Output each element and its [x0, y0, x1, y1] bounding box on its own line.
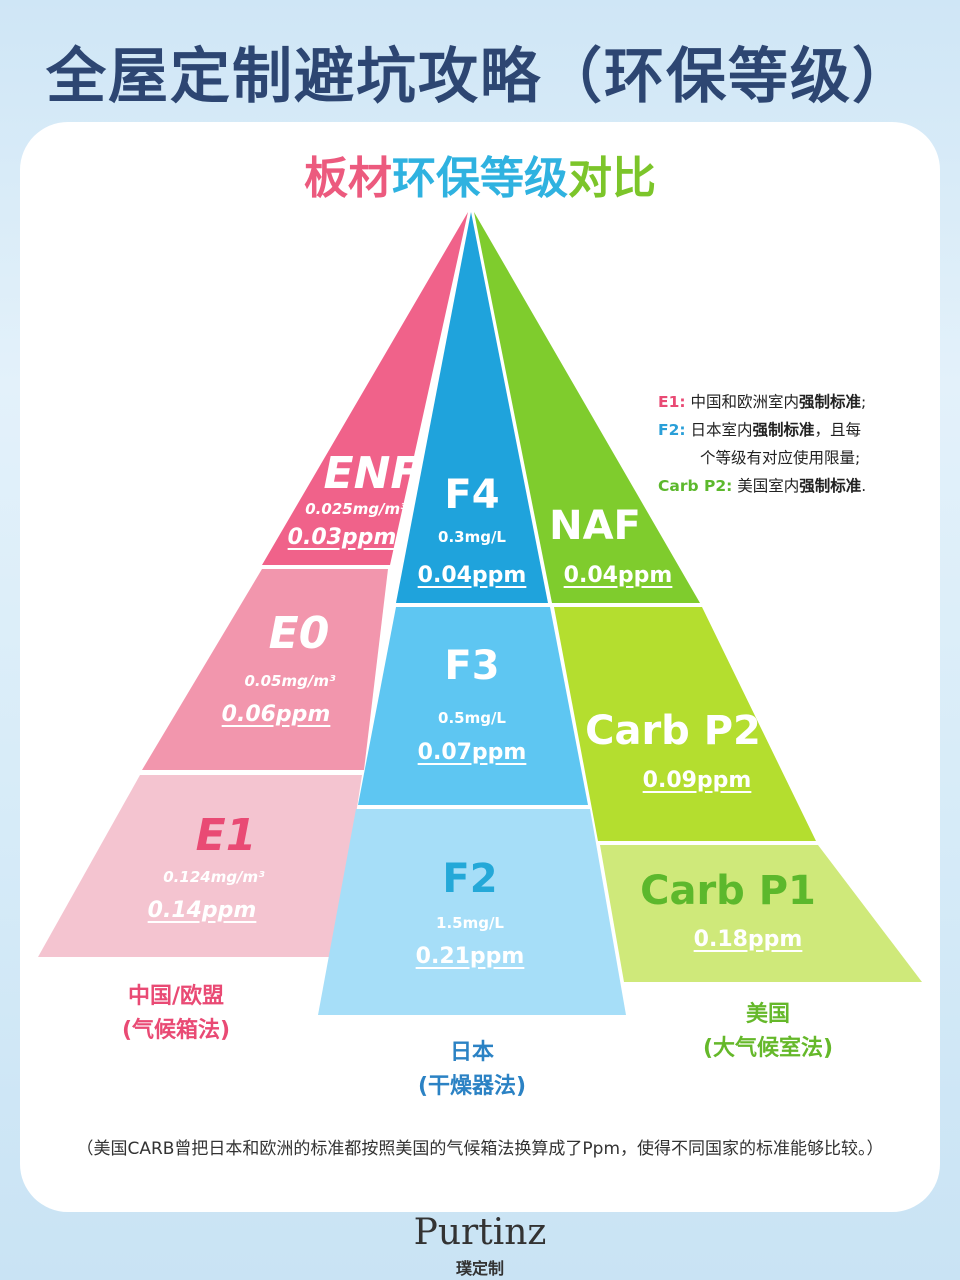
tier-f4	[396, 212, 548, 603]
region-usa: 美国 (大气候室法)	[703, 998, 833, 1066]
footnote: （美国CARB曾把日本和欧洲的标准都按照美国的气候箱法换算成了Ppm，使得不同国…	[76, 1139, 884, 1159]
tier-e1	[38, 775, 362, 957]
carb-p1-ppm: 0.18ppm	[693, 927, 803, 952]
f4-name: F4	[444, 472, 500, 518]
region-china-eu-line2: (气候箱法)	[121, 1018, 231, 1043]
note-e1-end: ;	[861, 393, 867, 411]
note-carb-end: .	[861, 477, 867, 495]
e1-ppm: 0.14ppm	[147, 898, 257, 923]
note-carb-key: Carb P2:	[658, 477, 733, 495]
section-title-part3: 对比	[568, 153, 656, 204]
page-title: 全屋定制避坑攻略（环保等级）	[46, 42, 914, 112]
note-f2-line2: 个等级有对应使用限量;	[700, 449, 861, 467]
region-japan-line1: 日本	[449, 1040, 494, 1065]
note-f2-key: F2:	[658, 421, 686, 439]
f3-ppm: 0.07ppm	[417, 740, 527, 765]
e1-conc: 0.124mg/m³	[163, 868, 265, 886]
f2-conc: 1.5mg/L	[436, 914, 504, 932]
e1-name: E1	[195, 810, 257, 861]
e0-name: E0	[268, 608, 330, 659]
carb-p2-name: Carb P2	[585, 708, 761, 754]
tier-carb-p2	[554, 607, 816, 841]
note-f2-strong: 强制标准	[752, 421, 815, 439]
note-carb-text: 美国室内	[737, 477, 800, 495]
region-usa-line1: 美国	[745, 1002, 790, 1027]
tier-f2	[318, 809, 626, 1015]
tier-e0	[142, 569, 388, 770]
note-e1-key: E1:	[658, 393, 686, 411]
f2-name: F2	[442, 856, 498, 902]
note-f2-end: ，且每	[814, 421, 862, 439]
brand-subtitle: 璞定制	[455, 1259, 504, 1278]
note-f2: F2: 日本室内强制标准，且每	[658, 416, 866, 444]
tier-f3	[358, 607, 588, 805]
carb-p2-ppm: 0.09ppm	[642, 768, 752, 793]
enf-conc: 0.025mg/m³	[305, 500, 407, 518]
note-e1-strong: 强制标准	[799, 393, 862, 411]
tier-carb-p1	[600, 845, 922, 982]
section-title-part2: 环保等级	[392, 153, 568, 204]
f2-ppm: 0.21ppm	[415, 944, 525, 969]
region-china-eu-line1: 中国/欧盟	[127, 984, 225, 1009]
enf-name: ENF	[323, 448, 421, 499]
carb-p1-name: Carb P1	[640, 868, 816, 914]
f3-conc: 0.5mg/L	[438, 709, 506, 727]
e0-ppm: 0.06ppm	[221, 702, 331, 727]
section-title: 板材环保等级对比	[0, 142, 960, 206]
note-e1-text: 中国和欧洲室内	[690, 393, 800, 411]
tier-naf	[474, 212, 700, 603]
note-carb-strong: 强制标准	[799, 477, 862, 495]
enf-ppm: 0.03ppm	[287, 525, 397, 550]
brand-logo: Purtinz	[413, 1212, 547, 1253]
f4-conc: 0.3mg/L	[438, 528, 506, 546]
f3-name: F3	[444, 643, 500, 689]
f4-ppm: 0.04ppm	[417, 563, 527, 588]
naf-name: NAF	[549, 503, 641, 549]
section-title-part1: 板材	[304, 153, 392, 204]
notes-block: E1: 中国和欧洲室内强制标准; F2: 日本室内强制标准，且每 个等级有对应使…	[658, 388, 866, 500]
naf-ppm: 0.04ppm	[563, 563, 673, 588]
region-usa-line2: (大气候室法)	[702, 1036, 834, 1061]
e0-conc: 0.05mg/m³	[244, 672, 336, 690]
tier-enf	[262, 212, 468, 565]
region-japan: 日本 (干燥器法)	[418, 1036, 526, 1104]
region-china-eu: 中国/欧盟 (气候箱法)	[122, 980, 230, 1048]
region-japan-line2: (干燥器法)	[417, 1074, 527, 1099]
note-e1: E1: 中国和欧洲室内强制标准;	[658, 388, 866, 416]
note-carb: Carb P2: 美国室内强制标准.	[658, 472, 866, 500]
note-f2-text: 日本室内	[690, 421, 753, 439]
